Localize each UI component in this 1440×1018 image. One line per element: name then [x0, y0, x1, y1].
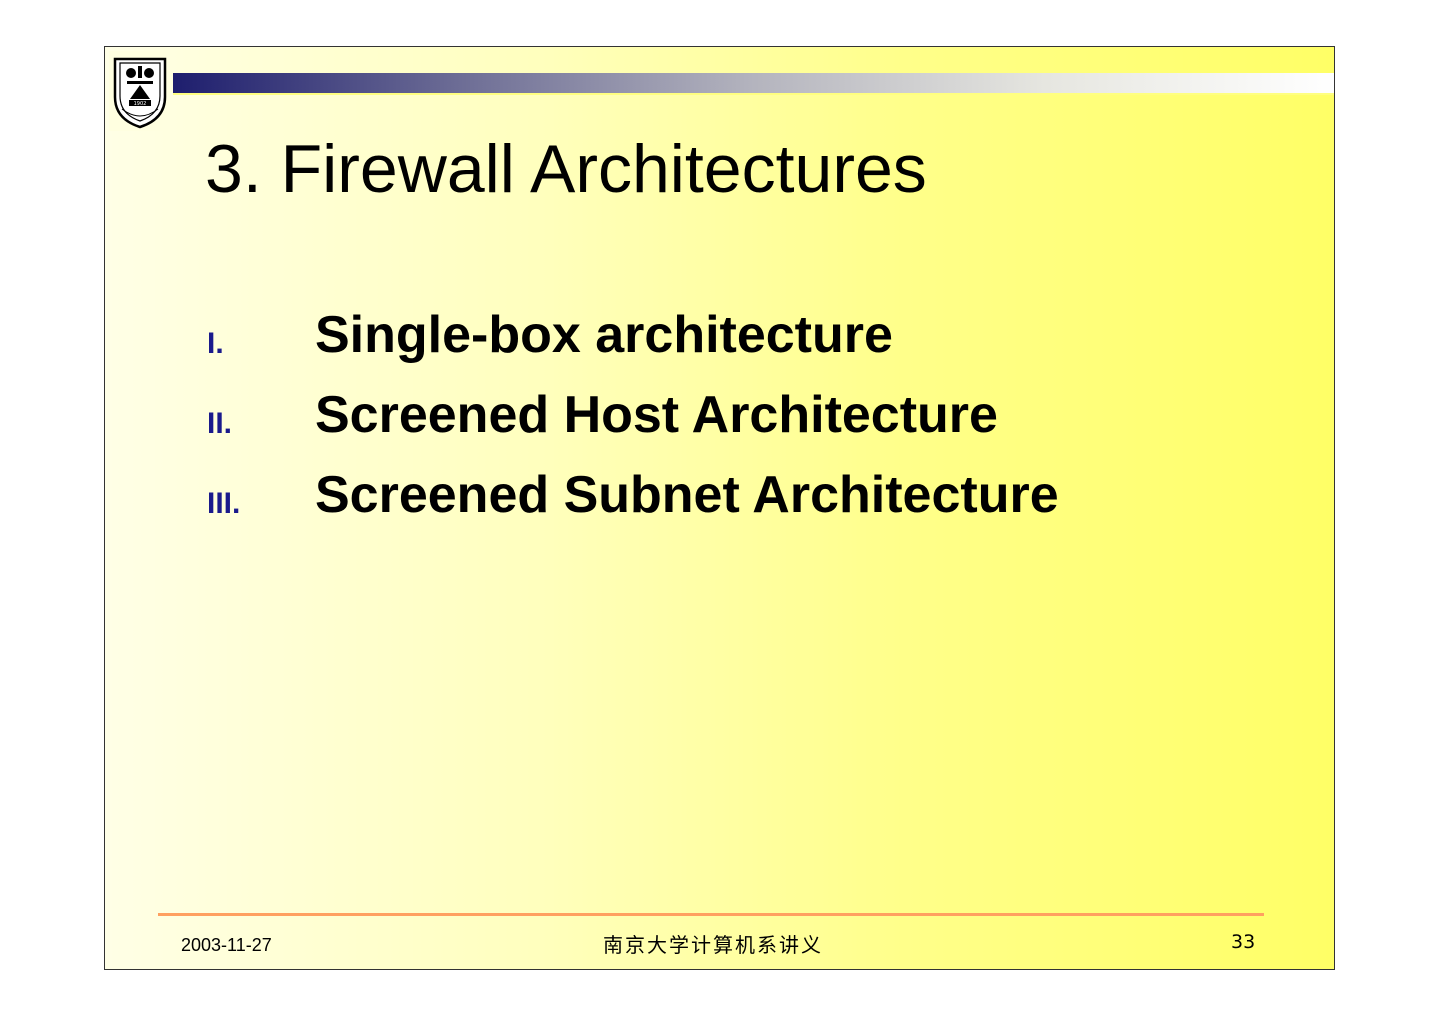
list-item-text: Screened Host Architecture: [315, 386, 998, 444]
list-item-text: Screened Subnet Architecture: [315, 466, 1059, 524]
header-gradient-bar: [173, 73, 1334, 95]
footer-divider: [158, 913, 1264, 916]
list-marker: I.: [207, 327, 224, 360]
slide: 1902 3. Firewall Architectures I. Single…: [104, 46, 1335, 970]
slide-title: 3. Firewall Architectures: [205, 131, 927, 207]
university-seal-icon: 1902: [109, 51, 171, 131]
list-item-text: Single-box architecture: [315, 306, 893, 364]
list-marker: III.: [207, 487, 241, 520]
footer-date: 2003-11-27: [181, 935, 272, 955]
page-number: 33: [1231, 931, 1256, 953]
svg-text:1902: 1902: [134, 101, 147, 107]
list-marker: II.: [207, 407, 233, 440]
footer-course-title: 南京大学计算机系讲义: [603, 933, 823, 957]
